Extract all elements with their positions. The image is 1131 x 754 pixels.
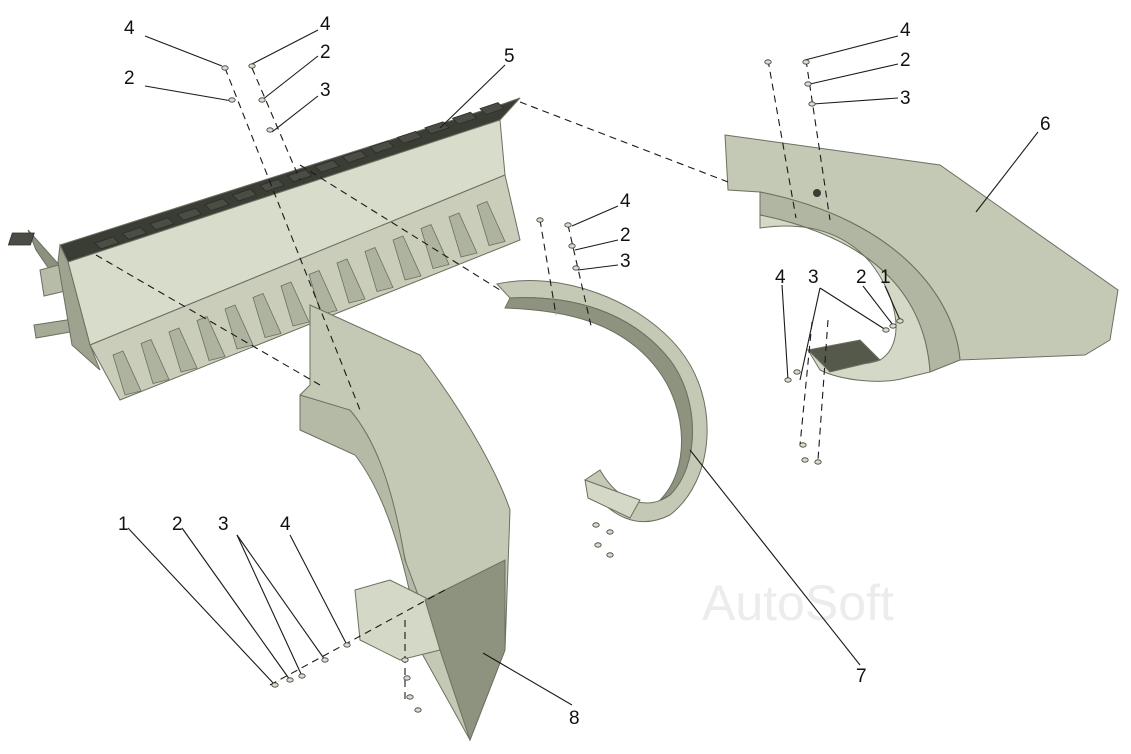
fastener-mark	[266, 127, 274, 133]
callout-label: 8	[569, 708, 580, 729]
fastener-mark	[414, 707, 422, 713]
beam-tooth	[341, 150, 368, 164]
beam-tooth	[286, 169, 313, 183]
fastener-mark	[258, 97, 266, 103]
beam-finger	[420, 223, 450, 269]
callout-label: 2	[856, 267, 867, 288]
beam-tooth	[396, 130, 423, 144]
beam-tooth	[479, 102, 505, 116]
beam-tooth	[94, 236, 120, 250]
beam-finger	[392, 235, 422, 281]
fastener-mark	[801, 457, 809, 463]
fastener-mark	[343, 642, 351, 648]
fastener-mark	[298, 673, 306, 679]
fastener-mark	[401, 657, 409, 663]
fastener-mark	[882, 327, 890, 333]
callout-label: 1	[118, 514, 129, 535]
fastener-mark	[536, 217, 544, 223]
callout-label: 4	[124, 18, 135, 39]
callout-label: 4	[280, 514, 291, 535]
beam-finger	[476, 200, 506, 246]
callout-label: 2	[620, 225, 631, 246]
beam-finger	[140, 338, 170, 384]
beam-tooth	[149, 217, 175, 231]
beam-tooth	[204, 198, 230, 212]
beam-finger	[196, 315, 226, 361]
callout-label: 2	[172, 514, 183, 535]
beam-tooth	[314, 159, 340, 173]
callout-label: 4	[320, 14, 331, 35]
fastener-mark	[403, 675, 411, 681]
callout-label: 3	[808, 267, 819, 288]
fastener-mark	[764, 59, 772, 65]
fastener-mark	[228, 97, 236, 103]
beam-finger	[364, 246, 394, 292]
callout-label: 4	[620, 191, 631, 212]
callout-label: 4	[775, 267, 786, 288]
beam-finger	[112, 350, 142, 396]
callout-label: 3	[900, 88, 911, 109]
callout-label: 3	[620, 251, 631, 272]
leader-lines	[127, 29, 1039, 706]
fastener-mark	[793, 369, 801, 375]
callout-label: 3	[218, 514, 229, 535]
callout-label: 2	[900, 50, 911, 71]
fastener-mark	[804, 81, 812, 87]
fastener-mark	[406, 694, 414, 700]
fastener-mark	[572, 265, 580, 271]
watermark: AutoSoft	[702, 575, 894, 631]
beam-finger	[336, 258, 366, 304]
fastener-mark	[606, 552, 614, 558]
fastener-mark	[271, 682, 279, 688]
beam-finger	[280, 281, 310, 327]
fastener-mark	[568, 243, 576, 249]
fastener-mark	[221, 65, 229, 71]
fastener-mark	[808, 101, 816, 107]
beam-tooth	[121, 226, 148, 240]
part-6-right-shield	[724, 134, 1119, 382]
part-7-curved-strap	[496, 280, 708, 523]
fastener-mark	[799, 442, 807, 448]
fastener-mark	[594, 542, 602, 548]
fastener-mark	[784, 377, 792, 383]
callout-label: 3	[320, 80, 331, 101]
fastener-mark	[286, 677, 294, 683]
beam-tooth	[231, 188, 258, 202]
beam-finger	[448, 212, 478, 258]
callout-label: 6	[1040, 114, 1051, 135]
callout-label: 5	[504, 46, 515, 67]
fastener-mark	[814, 459, 822, 465]
callout-label: 1	[880, 267, 891, 288]
fastener-mark	[606, 529, 614, 535]
fastener-mark	[564, 222, 572, 228]
fastener-mark	[592, 522, 600, 528]
beam-tooth	[451, 111, 478, 125]
fastener-mark	[248, 63, 256, 69]
beam-finger	[252, 292, 282, 338]
part-8-left-shield	[299, 304, 511, 742]
beam-tooth	[176, 207, 203, 221]
beam-finger	[168, 327, 198, 373]
fastener-mark	[889, 323, 897, 329]
callout-labels: 4 2 4 2 3 5 4 2 3 6 4 2 3 4 3 2 1 1 2 3 …	[118, 14, 1051, 729]
callout-label: 4	[900, 20, 911, 41]
fastener-mark	[896, 318, 904, 324]
fastener-mark	[321, 657, 329, 663]
callout-label: 2	[124, 68, 135, 89]
fastener-mark	[802, 59, 810, 65]
callout-label: 2	[320, 42, 331, 63]
beam-finger	[308, 269, 338, 315]
part-5-toothed-beam	[7, 97, 521, 401]
beam-finger	[224, 304, 254, 350]
beam-tooth	[259, 178, 285, 192]
beam-tooth	[369, 140, 395, 154]
callout-label: 7	[856, 666, 867, 687]
